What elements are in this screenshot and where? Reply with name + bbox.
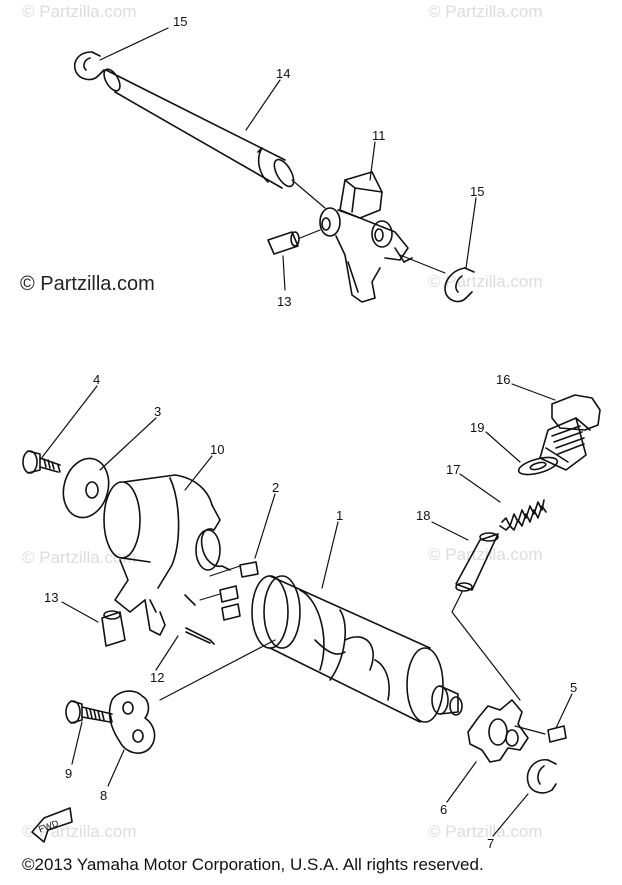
plate-6 <box>467 699 546 763</box>
callout-10: 10 <box>210 442 224 457</box>
washer-19 <box>517 456 559 476</box>
callout-2: 2 <box>272 480 279 495</box>
callout-11: 11 <box>372 128 386 143</box>
center-line-plunger <box>451 591 521 701</box>
callout-15a: 15 <box>173 14 187 29</box>
watermark-lower-right: © Partzilla.com <box>428 545 543 564</box>
callout-1: 1 <box>336 508 343 523</box>
callout-numbers: 15 14 11 15 13 4 3 10 2 1 13 12 9 8 5 6 … <box>37 14 577 851</box>
circlip-15-right <box>444 267 475 303</box>
segment-10 <box>103 474 231 636</box>
callout-14: 14 <box>276 66 290 81</box>
callout-19: 19 <box>470 420 484 435</box>
watermark-bottom-right: © Partzilla.com <box>428 822 543 841</box>
dowel-pin-13-upper <box>267 229 321 255</box>
plug-16 <box>539 394 601 471</box>
shift-lever-11 <box>319 171 446 303</box>
callout-16: 16 <box>496 372 510 387</box>
circlip-7 <box>526 759 557 794</box>
callout-15b: 15 <box>470 184 484 199</box>
callout-4: 4 <box>93 372 100 387</box>
circlip-15-upper <box>74 51 105 81</box>
fwd-arrow-icon <box>31 807 73 843</box>
washer-3 <box>62 457 110 519</box>
shift-drum-1 <box>251 575 463 723</box>
center-line-upper <box>291 179 326 209</box>
watermark-top-left: © Partzilla.com <box>22 2 137 21</box>
callout-13a: 13 <box>277 294 291 309</box>
callout-17: 17 <box>446 462 460 477</box>
callout-5: 5 <box>570 680 577 695</box>
watermark-top-right: © Partzilla.com <box>428 2 543 21</box>
screw-9 <box>65 700 113 724</box>
watermark-lower-left: © Partzilla.com <box>22 548 137 567</box>
callout-6: 6 <box>440 802 447 817</box>
fwd-label: FWD <box>37 818 60 835</box>
watermark-bottom-left: © Partzilla.com <box>22 822 137 841</box>
copyright-notice: ©2013 Yamaha Motor Corporation, U.S.A. A… <box>22 855 484 874</box>
callout-7: 7 <box>487 836 494 851</box>
shift-shaft-14 <box>103 68 295 189</box>
callout-3: 3 <box>154 404 161 419</box>
callout-12: 12 <box>150 670 164 685</box>
watermark-main: © Partzilla.com <box>20 273 155 295</box>
callout-18: 18 <box>416 508 430 523</box>
callout-9: 9 <box>65 766 72 781</box>
cotter-pin-12 <box>185 627 215 645</box>
callout-8: 8 <box>100 788 107 803</box>
center-line-lower <box>159 639 276 701</box>
dowel-pin-13-lower <box>101 610 126 647</box>
screw-4 <box>22 450 61 474</box>
dowel-pins-2 <box>199 561 259 621</box>
callout-13b: 13 <box>44 590 58 605</box>
plunger-18 <box>455 532 499 592</box>
spring-17 <box>499 499 547 531</box>
stopper-plate-8 <box>108 690 156 754</box>
pin-5 <box>547 725 567 743</box>
leader-lines <box>39 27 573 837</box>
